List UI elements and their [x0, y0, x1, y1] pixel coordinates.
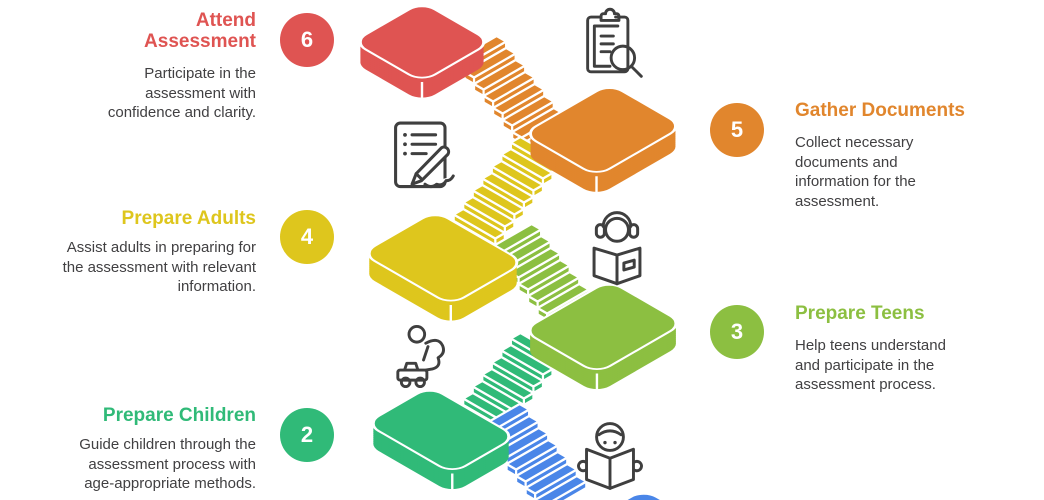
step-description-5: Collect necessary documents and informat…: [795, 134, 916, 210]
step-title-5: Gather Documents: [795, 100, 965, 121]
step-description-2: Guide children through the assessment pr…: [79, 436, 256, 492]
step-title-6: Attend Assessment: [144, 10, 256, 53]
document-pen-icon: [383, 116, 467, 196]
step-number-badge-2: 2: [280, 408, 334, 462]
step-number-badge-6: 6: [280, 13, 334, 67]
step-title-2: Prepare Children: [102, 405, 256, 426]
step-description-4: Assist adults in preparing for the asses…: [62, 239, 256, 295]
crawling-child-toy-icon: [388, 322, 468, 398]
clipboard-search-icon: [572, 6, 648, 84]
headphones-reading-icon: [577, 208, 657, 286]
step-number-badge-3: 3: [710, 305, 764, 359]
step-title-3: Prepare Teens: [795, 303, 925, 324]
step-description-3: Help teens understand and participate in…: [795, 337, 946, 393]
step-number-badge-5: 5: [710, 103, 764, 157]
step-number-badge-4: 4: [280, 210, 334, 264]
child-reading-icon: [572, 416, 648, 496]
step-title-4: Prepare Adults: [121, 208, 256, 229]
step-description-6: Participate in the assessment with confi…: [107, 65, 256, 121]
